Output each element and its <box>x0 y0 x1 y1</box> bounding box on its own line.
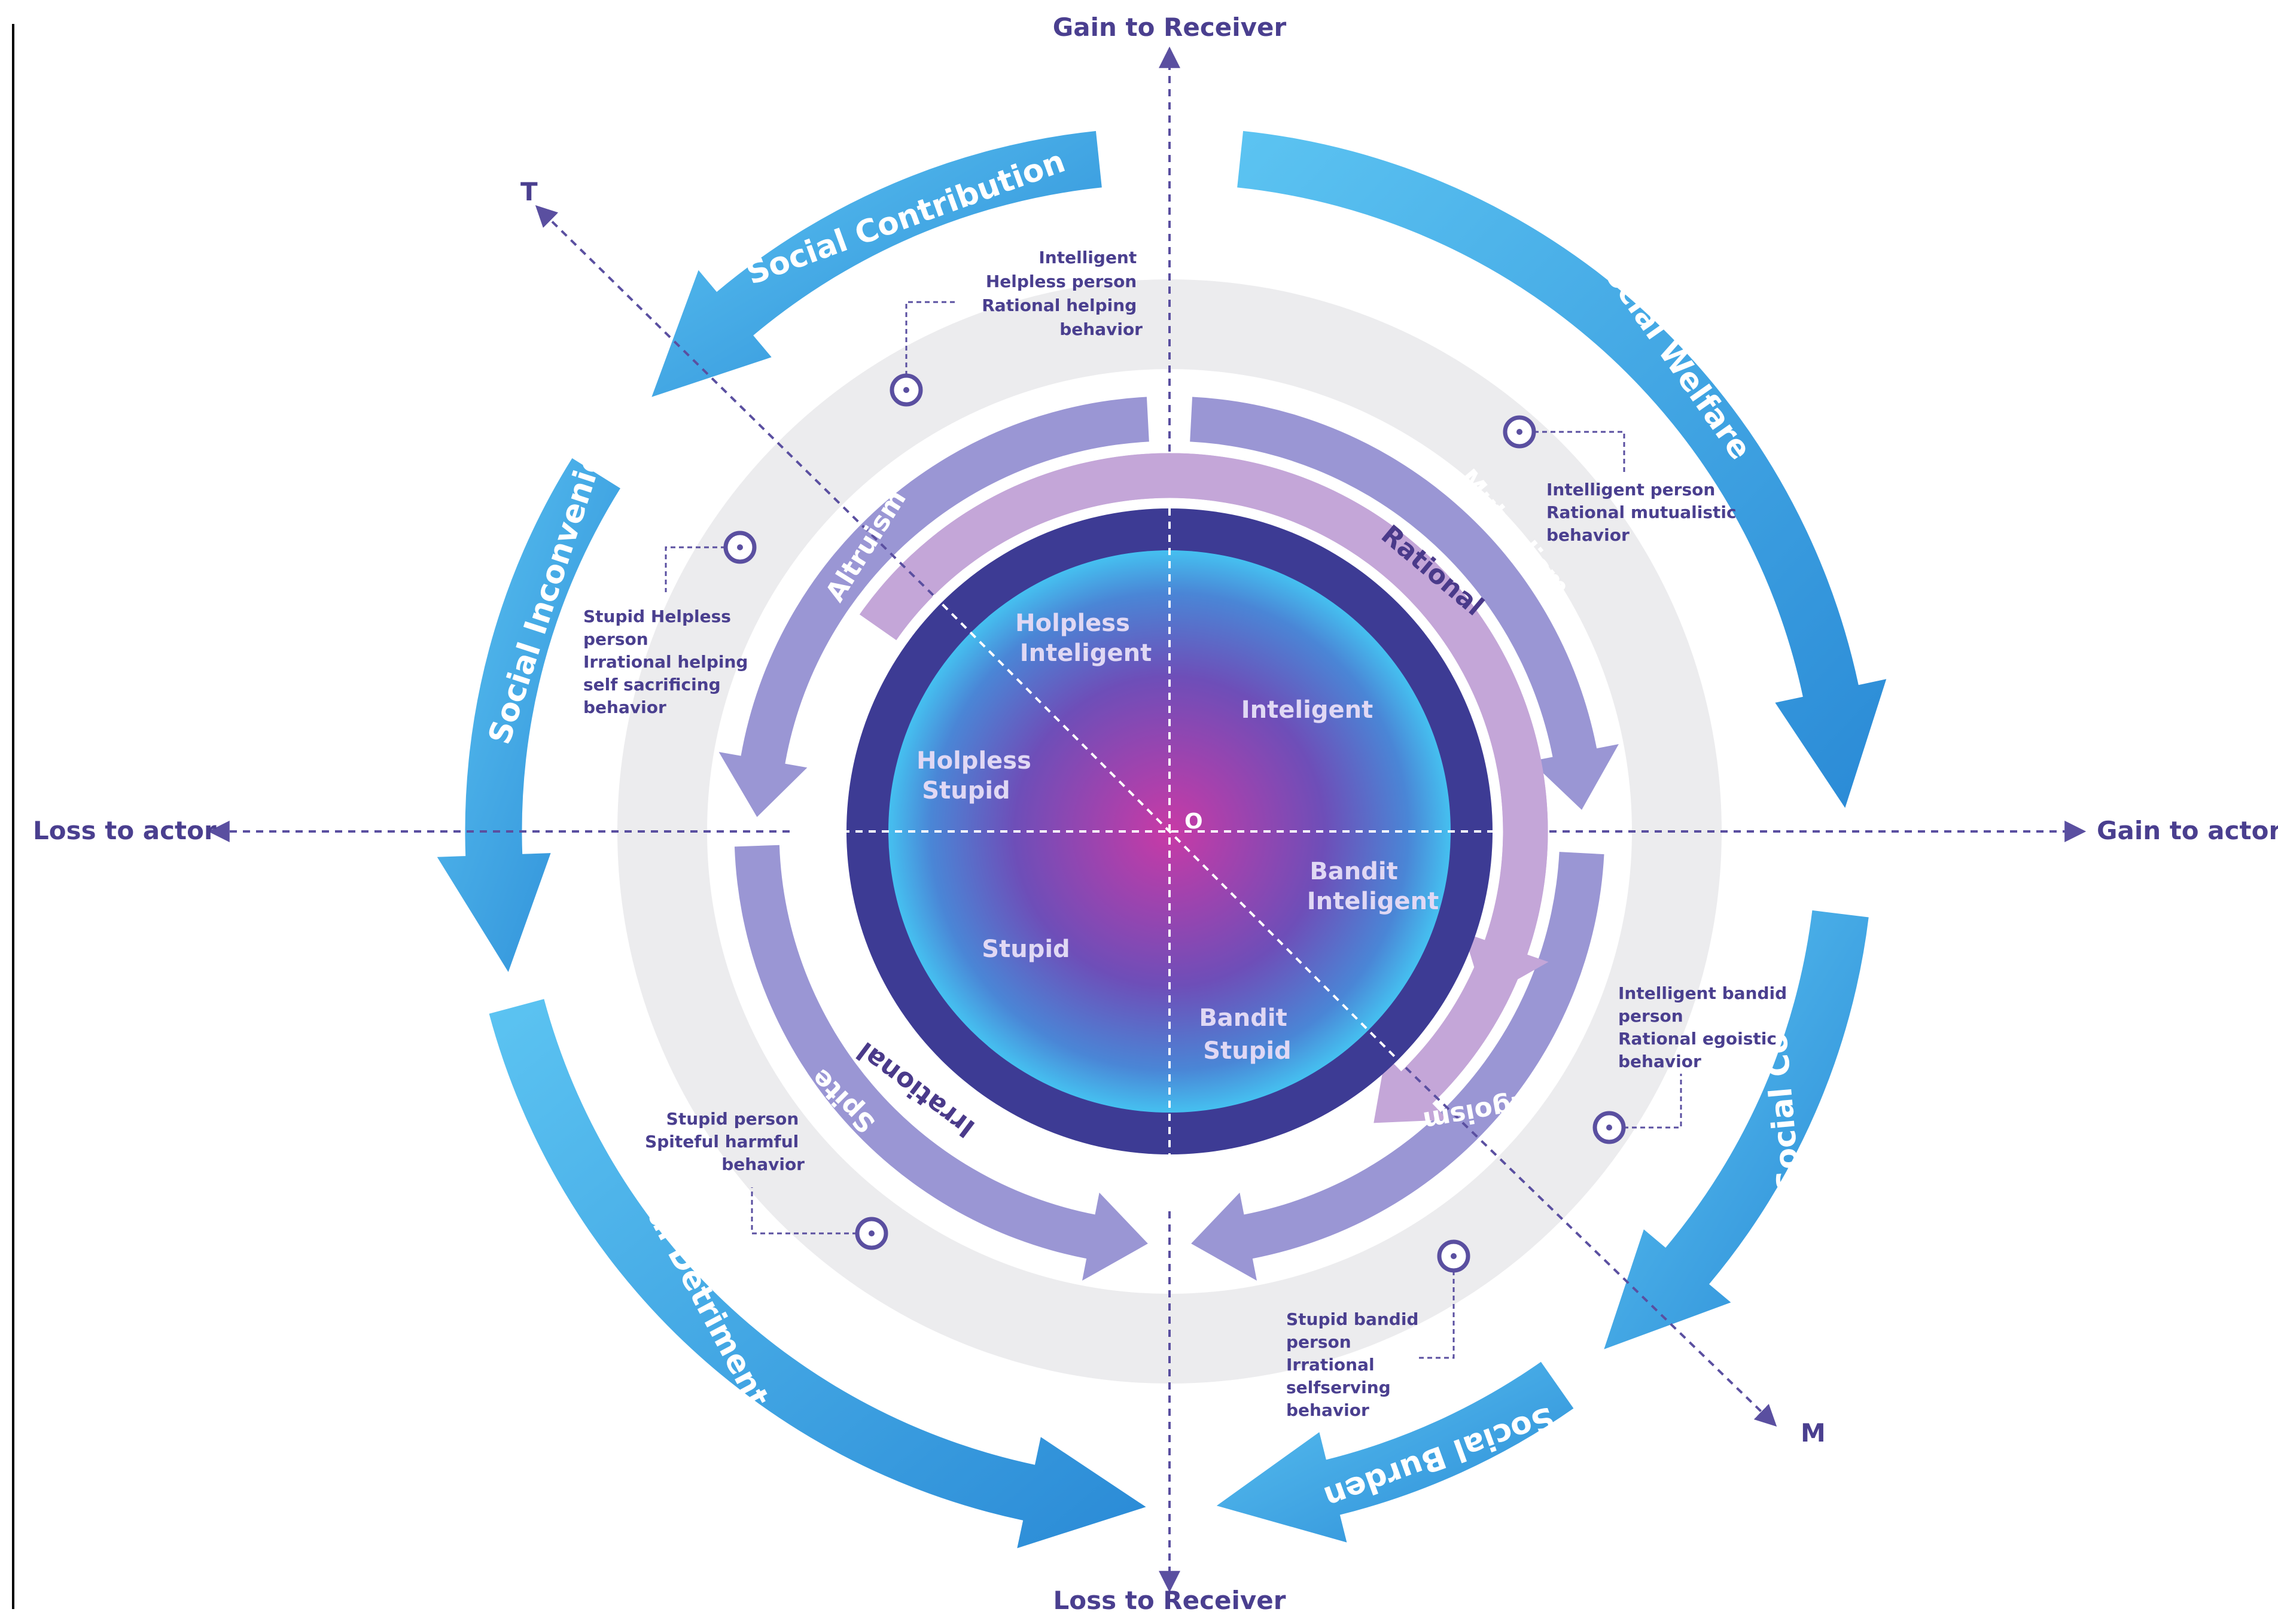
label-social-contribution: Social Contribution <box>742 144 1070 292</box>
svg-text:Stupid person Spiteful h: Stupid person Spiteful harmful behavior <box>645 1109 805 1174</box>
quad-bandit-intelligent: Bandit Inteligent <box>1307 858 1439 915</box>
arrow-social-burden <box>1216 1361 1574 1543</box>
quad-helpless-stupid: Holpless Stupid <box>916 747 1040 805</box>
inner-axis-diagonal <box>932 594 1407 1069</box>
svg-text:Stupid bandid person: Stupid bandid person Irrational selfserv… <box>1286 1309 1424 1420</box>
callout-marker-dot <box>869 1230 875 1236</box>
axis-label-top: Gain to Receiver <box>1053 13 1287 42</box>
svg-text:Intelligent bandid perso: Intelligent bandid person Rational egois… <box>1618 983 1793 1071</box>
arrow-social-cost <box>1604 910 1869 1349</box>
axis-label-m: M <box>1801 1418 1826 1448</box>
arrow-altruism <box>718 397 1149 817</box>
axis-label-right: Gain to actor <box>2097 816 2278 845</box>
arrow-irrational <box>936 453 1548 1123</box>
svg-text:Stupid Helpless person: Stupid Helpless person Irrational helpin… <box>583 607 754 717</box>
arrow-social-detriment <box>489 999 1146 1549</box>
axis-label-left: Loss to actor <box>33 816 217 845</box>
axis-label-bottom: Loss to Receiver <box>1053 1586 1286 1615</box>
arrow-social-inconvenience <box>437 458 620 972</box>
arrow-social-welfare <box>1237 130 1887 808</box>
arrow-social-contribution <box>651 130 1102 397</box>
axis-diagonal-tm-end <box>1405 1067 1777 1427</box>
quad-helpless-intelligent: Holpless Inteligent <box>1015 610 1152 667</box>
callout-marker-dot <box>737 544 743 550</box>
quad-intelligent: Inteligent <box>1241 696 1373 724</box>
quad-bandit-stupid: Bandit Stupid <box>1199 1004 1295 1065</box>
quad-stupid: Stupid <box>982 936 1070 963</box>
gray-ring <box>617 279 1722 1384</box>
arrow-spite <box>734 845 1148 1281</box>
outer-ring-arrows <box>437 130 1887 1549</box>
middle-ring-arrows <box>718 397 1619 1281</box>
arrow-egoism <box>1191 852 1604 1281</box>
arrow-mutualism <box>1190 397 1619 810</box>
axis-diagonal-tm <box>535 205 934 596</box>
callout-intelligent-helpless: Intelligent Helpless person Rational hel… <box>890 248 1143 407</box>
callout-marker-dot <box>1606 1125 1612 1131</box>
callout-marker-dot <box>903 387 909 393</box>
svg-text:Intelligent Helpless per: Intelligent Helpless person Rational hel… <box>982 248 1143 339</box>
origin-label: O <box>1184 809 1203 834</box>
arrow-rational <box>859 453 1549 999</box>
inner-ring-arrows <box>859 453 1549 1123</box>
axis-label-t: T <box>520 177 538 206</box>
svg-text:Intelligent person Ratio: Intelligent person Rational mutualistic … <box>1546 480 1742 545</box>
label-social-inconvenience: Social Inconvenience <box>482 388 629 749</box>
callout-marker-dot <box>1516 429 1522 435</box>
callout-stupid-spiteful: Stupid person Spiteful harmful behavior <box>645 1109 888 1250</box>
callout-intelligent-bandid: Intelligent bandid person Rational egois… <box>1592 983 1793 1144</box>
callout-stupid-bandid: Stupid bandid person Irrational selfserv… <box>1286 1239 1470 1420</box>
callout-stupid-helpless: Stupid Helpless person Irrational helpin… <box>583 531 757 717</box>
callout-marker-dot <box>1451 1253 1457 1259</box>
callout-intelligent-mutualistic: Intelligent person Rational mutualistic … <box>1503 415 1742 545</box>
